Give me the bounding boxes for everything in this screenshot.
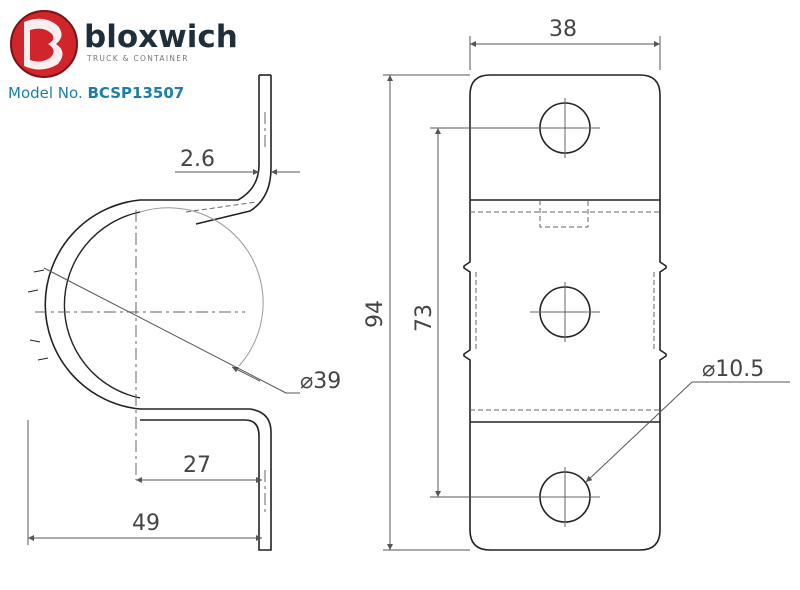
brand-name: bloxwich <box>84 19 238 55</box>
hole-pitch-label: 73 <box>412 304 437 332</box>
brand-logo: bloxwich TRUCK & CONTAINER <box>10 10 238 78</box>
front-view-hidden-lines <box>470 200 660 411</box>
overall-width-label: 49 <box>132 511 160 536</box>
side-view-dimensions <box>27 169 300 545</box>
thickness-label: 2.6 <box>180 147 215 172</box>
model-number: BCSP13507 <box>87 84 185 102</box>
center-offset-label: 27 <box>183 453 211 478</box>
model-number-line: Model No. BCSP13507 <box>8 84 184 102</box>
hole-diameter-label: ⌀10.5 <box>702 357 764 382</box>
front-view-dimensions <box>383 36 790 551</box>
side-view-centerlines <box>35 112 266 515</box>
plate-outline <box>463 74 667 551</box>
model-label: Model No. <box>8 84 83 102</box>
front-view-centerlines <box>530 98 600 527</box>
side-view <box>27 74 272 551</box>
plate-width-label: 38 <box>549 17 577 42</box>
brand-tagline: TRUCK & CONTAINER <box>86 54 189 63</box>
bore-diameter-label: ⌀39 <box>300 369 341 394</box>
overall-height-label: 94 <box>363 300 388 328</box>
